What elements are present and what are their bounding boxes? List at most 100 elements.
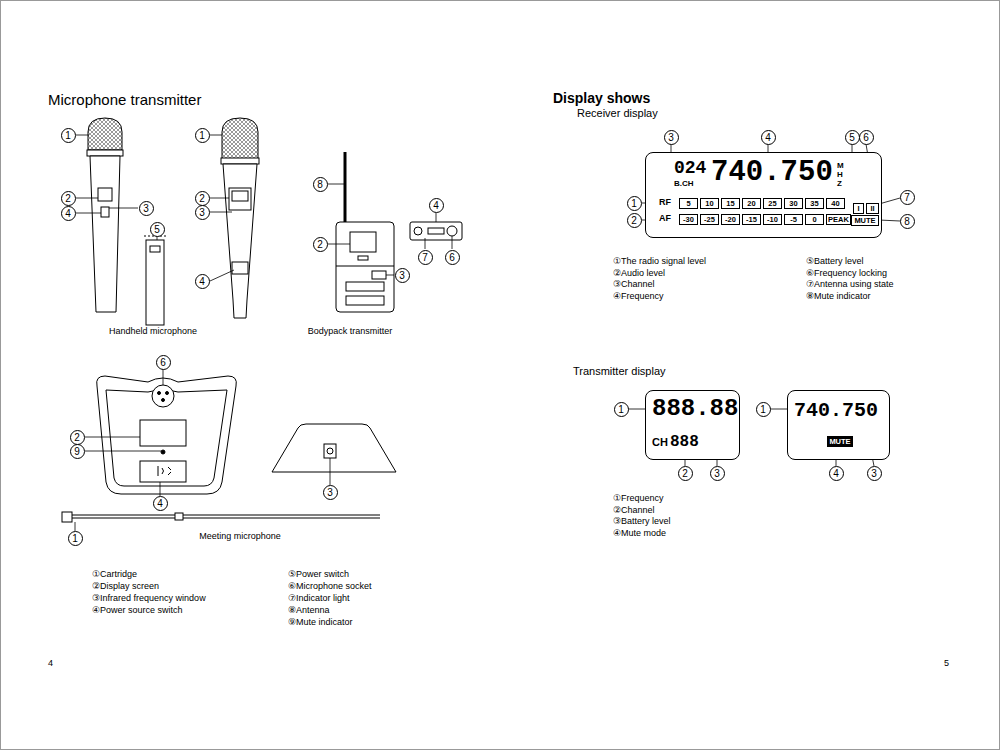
heading: Transmitter display bbox=[573, 365, 666, 378]
callout-number: 2 bbox=[195, 191, 210, 206]
lcd-display: 888.88CH888 bbox=[645, 390, 740, 460]
display-segment: -5 bbox=[784, 214, 803, 225]
display-segment: -15 bbox=[742, 214, 761, 225]
callout-number: 1 bbox=[756, 402, 771, 417]
callout-number: 8 bbox=[900, 214, 915, 229]
callout-number: 3 bbox=[664, 130, 679, 145]
heading: Microphone transmitter bbox=[48, 91, 201, 108]
display-segment: 10 bbox=[700, 198, 719, 209]
display-text: 0 bbox=[812, 216, 816, 224]
callout-number: 6 bbox=[156, 355, 171, 370]
caption-text: ②Channel bbox=[613, 505, 655, 515]
display-segment: -10 bbox=[763, 214, 782, 225]
display-text: -10 bbox=[767, 216, 778, 224]
display-text: CH bbox=[652, 437, 668, 448]
callout-number: 8 bbox=[313, 177, 328, 192]
display-text: 888 bbox=[670, 434, 699, 450]
caption-text: Meeting microphone bbox=[199, 531, 281, 541]
caption-text: ⑨Mute indicator bbox=[288, 617, 353, 627]
display-segment: 40 bbox=[826, 198, 845, 209]
caption-text: ⑦Antenna using state bbox=[806, 279, 894, 289]
display-text: MUTE bbox=[829, 438, 850, 446]
callout-number: 2 bbox=[70, 430, 85, 445]
caption-text: ⑥Microphone socket bbox=[288, 581, 372, 591]
caption-text: ⑧Mute indicator bbox=[806, 291, 871, 301]
callout-number: 9 bbox=[70, 444, 85, 459]
callout-number: 4 bbox=[761, 130, 776, 145]
display-segment: 15 bbox=[721, 198, 740, 209]
callout-number: 6 bbox=[445, 250, 460, 265]
display-text: 30 bbox=[789, 200, 797, 208]
display-text: 40 bbox=[831, 200, 839, 208]
heading: Receiver display bbox=[577, 107, 658, 120]
handheld-mic-2 bbox=[221, 118, 259, 318]
callout-number: 3 bbox=[195, 205, 210, 220]
callout-number: 4 bbox=[195, 274, 210, 289]
caption-text: ⑧Antenna bbox=[288, 605, 330, 615]
display-text: MHZ bbox=[837, 162, 845, 188]
caption-text: ③Battery level bbox=[613, 516, 671, 526]
callout-number: 5 bbox=[150, 222, 165, 237]
callout-number: 3 bbox=[867, 466, 882, 481]
callout-number: 6 bbox=[859, 130, 874, 145]
caption-text: ②Display screen bbox=[92, 581, 159, 591]
heading: Display shows bbox=[553, 90, 650, 106]
caption-text: ②Audio level bbox=[613, 268, 665, 278]
callout-number: 7 bbox=[900, 190, 915, 205]
callout-number: 3 bbox=[323, 485, 338, 500]
display-text: 740.750 bbox=[794, 401, 878, 421]
caption-text: Handheld microphone bbox=[109, 326, 197, 336]
display-segment: PEAK bbox=[826, 214, 851, 225]
caption-text: ④Frequency bbox=[613, 291, 664, 301]
display-text: MUTE bbox=[854, 217, 875, 225]
display-text: 024 bbox=[674, 159, 706, 177]
display-text: 10 bbox=[705, 200, 713, 208]
callout-number: 4 bbox=[829, 466, 844, 481]
caption-text: Bodypack transmitter bbox=[308, 326, 393, 336]
caption-text: 4 bbox=[48, 658, 53, 668]
display-segment: 0 bbox=[805, 214, 824, 225]
handheld-mic-1 bbox=[87, 118, 166, 325]
callout-number: 2 bbox=[678, 466, 693, 481]
callout-number: 1 bbox=[627, 196, 642, 211]
callout-number: 1 bbox=[195, 128, 210, 143]
caption-text: ⑤Battery level bbox=[806, 256, 864, 266]
display-segment: 30 bbox=[784, 198, 803, 209]
display-segment: -20 bbox=[721, 214, 740, 225]
callout-number: 2 bbox=[627, 213, 642, 228]
caption-text: ④Power source switch bbox=[92, 605, 183, 615]
display-text: -30 bbox=[683, 216, 694, 224]
display-segment: 5 bbox=[679, 198, 698, 209]
meeting-mic bbox=[62, 376, 396, 522]
display-text: I bbox=[857, 205, 859, 213]
caption-text: ①Cartridge bbox=[92, 569, 137, 579]
bodypack bbox=[336, 152, 462, 312]
caption-text: ①The radio signal level bbox=[613, 256, 706, 266]
caption-text: ④Mute mode bbox=[613, 528, 666, 538]
display-segment: 35 bbox=[805, 198, 824, 209]
display-segment: II bbox=[866, 203, 879, 214]
callout-number: 7 bbox=[418, 250, 433, 265]
display-text: -15 bbox=[746, 216, 757, 224]
display-text: 15 bbox=[726, 200, 734, 208]
caption-text: ③Infrared frequency window bbox=[92, 593, 206, 603]
callout-number: 2 bbox=[313, 237, 328, 252]
display-text: AF bbox=[659, 214, 671, 223]
callout-number: 4 bbox=[429, 198, 444, 213]
display-text: RF bbox=[659, 198, 671, 207]
callout-number: 4 bbox=[61, 206, 76, 221]
display-text: -25 bbox=[704, 216, 715, 224]
callout-number: 1 bbox=[614, 402, 629, 417]
callout-number: 3 bbox=[395, 268, 410, 283]
caption-text: ⑤Power switch bbox=[288, 569, 349, 579]
leader-lines bbox=[75, 135, 900, 531]
display-segment: 25 bbox=[763, 198, 782, 209]
callout-number: 5 bbox=[845, 130, 860, 145]
caption-text: ⑥Frequency locking bbox=[806, 268, 887, 278]
caption-text: ①Frequency bbox=[613, 493, 664, 503]
display-segment: -25 bbox=[700, 214, 719, 225]
display-text: -20 bbox=[725, 216, 736, 224]
callout-number: 3 bbox=[710, 466, 725, 481]
